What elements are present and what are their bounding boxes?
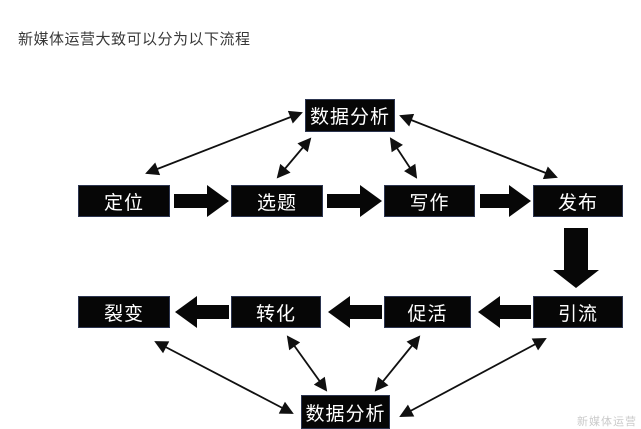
node-publish: 发布 (533, 185, 623, 217)
arrow-topic-to-writing (327, 185, 382, 217)
node-data-analysis-bottom: 数据分析 (301, 395, 390, 429)
arrow-publish-to-traffic (553, 228, 599, 288)
link-analysis-top-publish (399, 113, 558, 180)
node-fission: 裂变 (78, 296, 170, 328)
arrow-activation-to-conversion (328, 296, 382, 328)
node-conversion: 转化 (231, 296, 321, 328)
arrow-conversion-to-fission (175, 296, 229, 328)
node-positioning: 定位 (78, 185, 170, 217)
link-analysis-top-writing (389, 137, 418, 179)
link-analysis-bottom-fission (154, 341, 294, 414)
arrow-traffic-to-activation (478, 296, 531, 328)
link-analysis-top-topic (276, 137, 312, 179)
node-traffic: 引流 (533, 296, 623, 328)
watermark: 新媒体运营 (577, 416, 637, 428)
node-writing: 写作 (384, 185, 475, 217)
arrow-writing-to-publish (480, 185, 531, 217)
node-topic: 选题 (231, 185, 323, 217)
link-analysis-bottom-conversion (286, 335, 328, 392)
link-analysis-bottom-traffic (399, 338, 547, 417)
node-data-analysis-top: 数据分析 (305, 99, 395, 132)
arrow-positioning-to-topic (174, 185, 229, 217)
link-analysis-bottom-activation (374, 335, 421, 392)
link-analysis-top-positioning (145, 110, 303, 176)
page-title: 新媒体运营大致可以分为以下流程 (18, 31, 251, 48)
node-activation: 促活 (384, 296, 471, 328)
